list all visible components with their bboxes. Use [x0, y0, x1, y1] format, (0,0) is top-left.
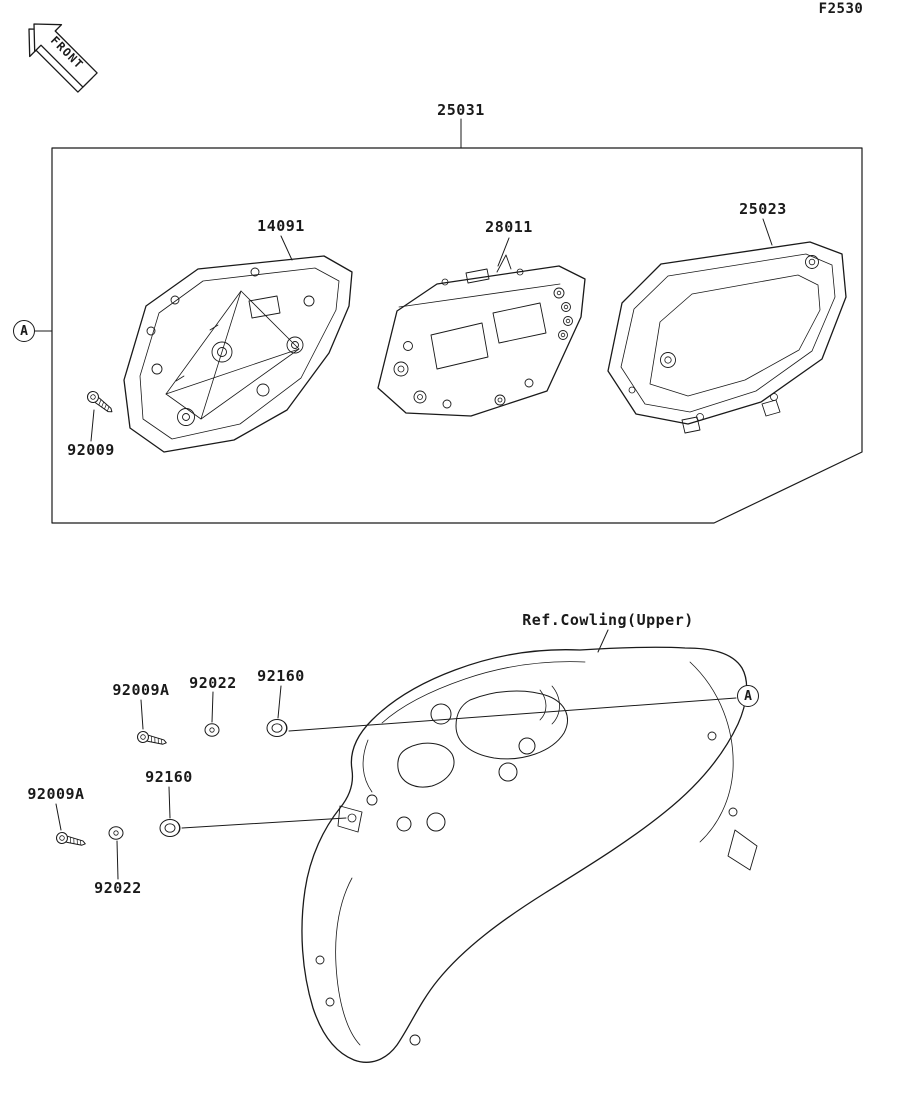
- part-drawing-28011: [377, 237, 586, 417]
- figure-code: F2530: [818, 1, 864, 17]
- callout-a-right-label: A: [744, 688, 752, 704]
- callout-a-right: A: [737, 685, 759, 707]
- part-label-92009: 92009: [67, 441, 115, 459]
- leader-14091: [280, 235, 293, 261]
- leader-92160-bottom: [168, 786, 171, 819]
- part-drawing-14091: [123, 235, 353, 453]
- part-label-25023: 25023: [739, 200, 787, 218]
- leader-92009: [90, 409, 95, 442]
- leader-92160-top: [277, 685, 282, 719]
- fastener-group-top: [137, 685, 737, 745]
- part-label-25031: 25031: [437, 101, 485, 119]
- ref-cowling-label: Ref.Cowling(Upper): [522, 611, 694, 629]
- washer-92022-top-drawing: [204, 723, 220, 737]
- front-arrow-body: [33, 23, 98, 88]
- part-label-28011: 28011: [485, 218, 533, 236]
- callout-a-left: A: [13, 320, 35, 342]
- leader-92022-top: [211, 691, 214, 723]
- leader-92022-bottom: [116, 840, 119, 880]
- part-label-92022-top: 92022: [189, 674, 237, 692]
- part-label-92160-top: 92160: [257, 667, 305, 685]
- leader-ref-cowling: [597, 629, 609, 653]
- leader-fasteners-to-cowling: [181, 817, 347, 829]
- washer-92022-bottom-drawing: [108, 826, 124, 840]
- leader-fasteners-to-callout-a: [288, 697, 737, 732]
- assembly-box: [34, 118, 863, 524]
- part-label-92160-bottom: 92160: [145, 768, 193, 786]
- part-label-14091: 14091: [257, 217, 305, 235]
- cowling-drawing: [301, 629, 758, 1063]
- screw-92009-drawing: [87, 391, 113, 442]
- screw-92009a-bottom-drawing: [56, 832, 86, 846]
- front-arrow: FRONT: [28, 23, 98, 93]
- leader-28011: [497, 237, 510, 267]
- damper-92160-bottom-drawing: [159, 819, 181, 837]
- leader-92009a-top: [140, 699, 144, 730]
- damper-92160-top-drawing: [266, 719, 288, 737]
- leader-25023: [762, 218, 773, 246]
- part-label-92009a-top: 92009A: [112, 681, 170, 699]
- part-label-92009a-bottom: 92009A: [27, 785, 85, 803]
- callout-a-left-label: A: [20, 323, 28, 339]
- part-label-92022-bottom: 92022: [94, 879, 142, 897]
- leader-92009a-bottom: [55, 803, 62, 831]
- part-drawing-25023: [607, 218, 847, 434]
- fastener-group-bottom: [55, 786, 347, 880]
- screw-92009a-top-drawing: [137, 731, 167, 745]
